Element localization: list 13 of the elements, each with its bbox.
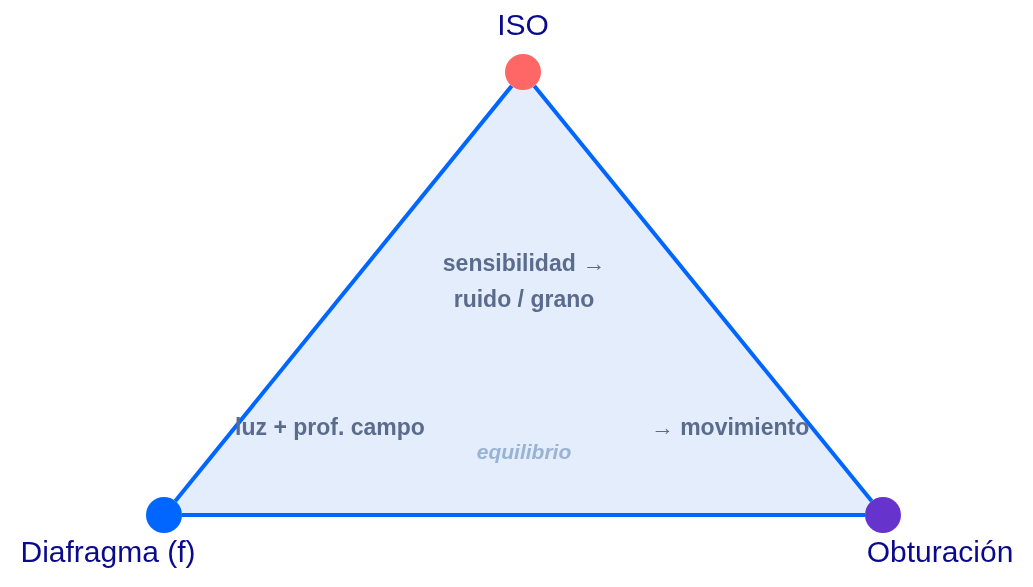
vertex-label: ISO (497, 8, 549, 42)
vertex-dot (865, 497, 901, 533)
inner-label: luz + prof. campo (234, 413, 426, 442)
inner-label: → movimiento (649, 413, 811, 442)
inner-label: sensibilidad → ruido / grano (441, 249, 607, 314)
triangle-edge (532, 84, 874, 503)
vertex-label: Diafragma (f) (20, 535, 196, 569)
triangle-edge (182, 513, 865, 517)
vertex-dot (505, 54, 541, 90)
center-label: equilibrio (475, 439, 573, 465)
vertex-dot (146, 497, 182, 533)
triangle-edge (173, 84, 514, 503)
vertex-label: Obturación (866, 535, 1014, 569)
